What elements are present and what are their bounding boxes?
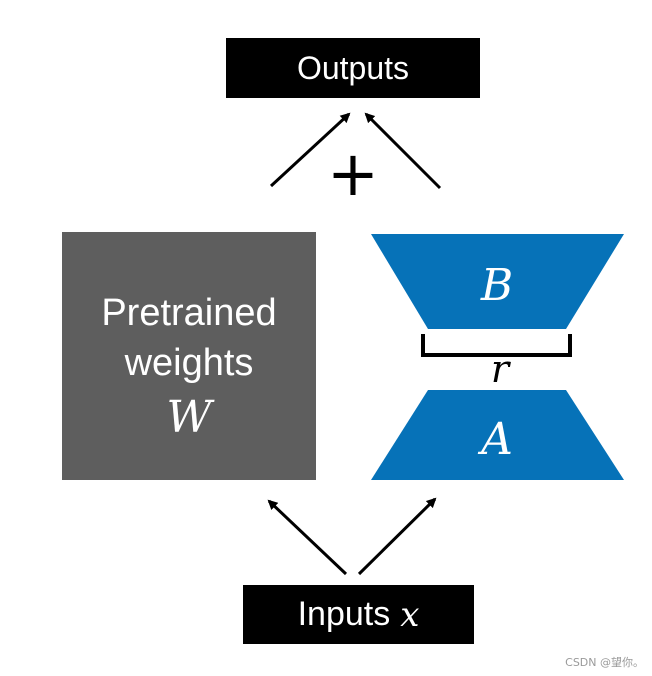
inputs-variable: x [400, 594, 420, 635]
watermark: CSDN @望你。 [565, 656, 644, 669]
inputs-box: Inputs x [243, 585, 474, 644]
rank-bracket [421, 334, 572, 357]
pretrained-weights-variable: W [166, 392, 212, 443]
pretrained-weights-label: Pretrained weights [101, 292, 277, 384]
matrix-a-trapezoid [371, 390, 624, 480]
pretrained-weights-box: Pretrained weights W [62, 232, 316, 480]
arrow-inputs-to-weights [267, 499, 348, 576]
arrow-weights-to-outputs [269, 112, 351, 188]
arrow-lora-to-outputs [364, 112, 442, 190]
outputs-label: Outputs [296, 49, 410, 86]
matrix-b-label: B [480, 260, 513, 311]
matrix-b-trapezoid [371, 234, 624, 329]
rank-label: r [491, 347, 512, 391]
arrow-inputs-to-lora [357, 497, 437, 576]
plus-sign: + [327, 137, 379, 210]
inputs-label: Inputs [297, 595, 391, 633]
outputs-box: Outputs [226, 38, 480, 98]
matrix-a-label: A [477, 414, 513, 465]
